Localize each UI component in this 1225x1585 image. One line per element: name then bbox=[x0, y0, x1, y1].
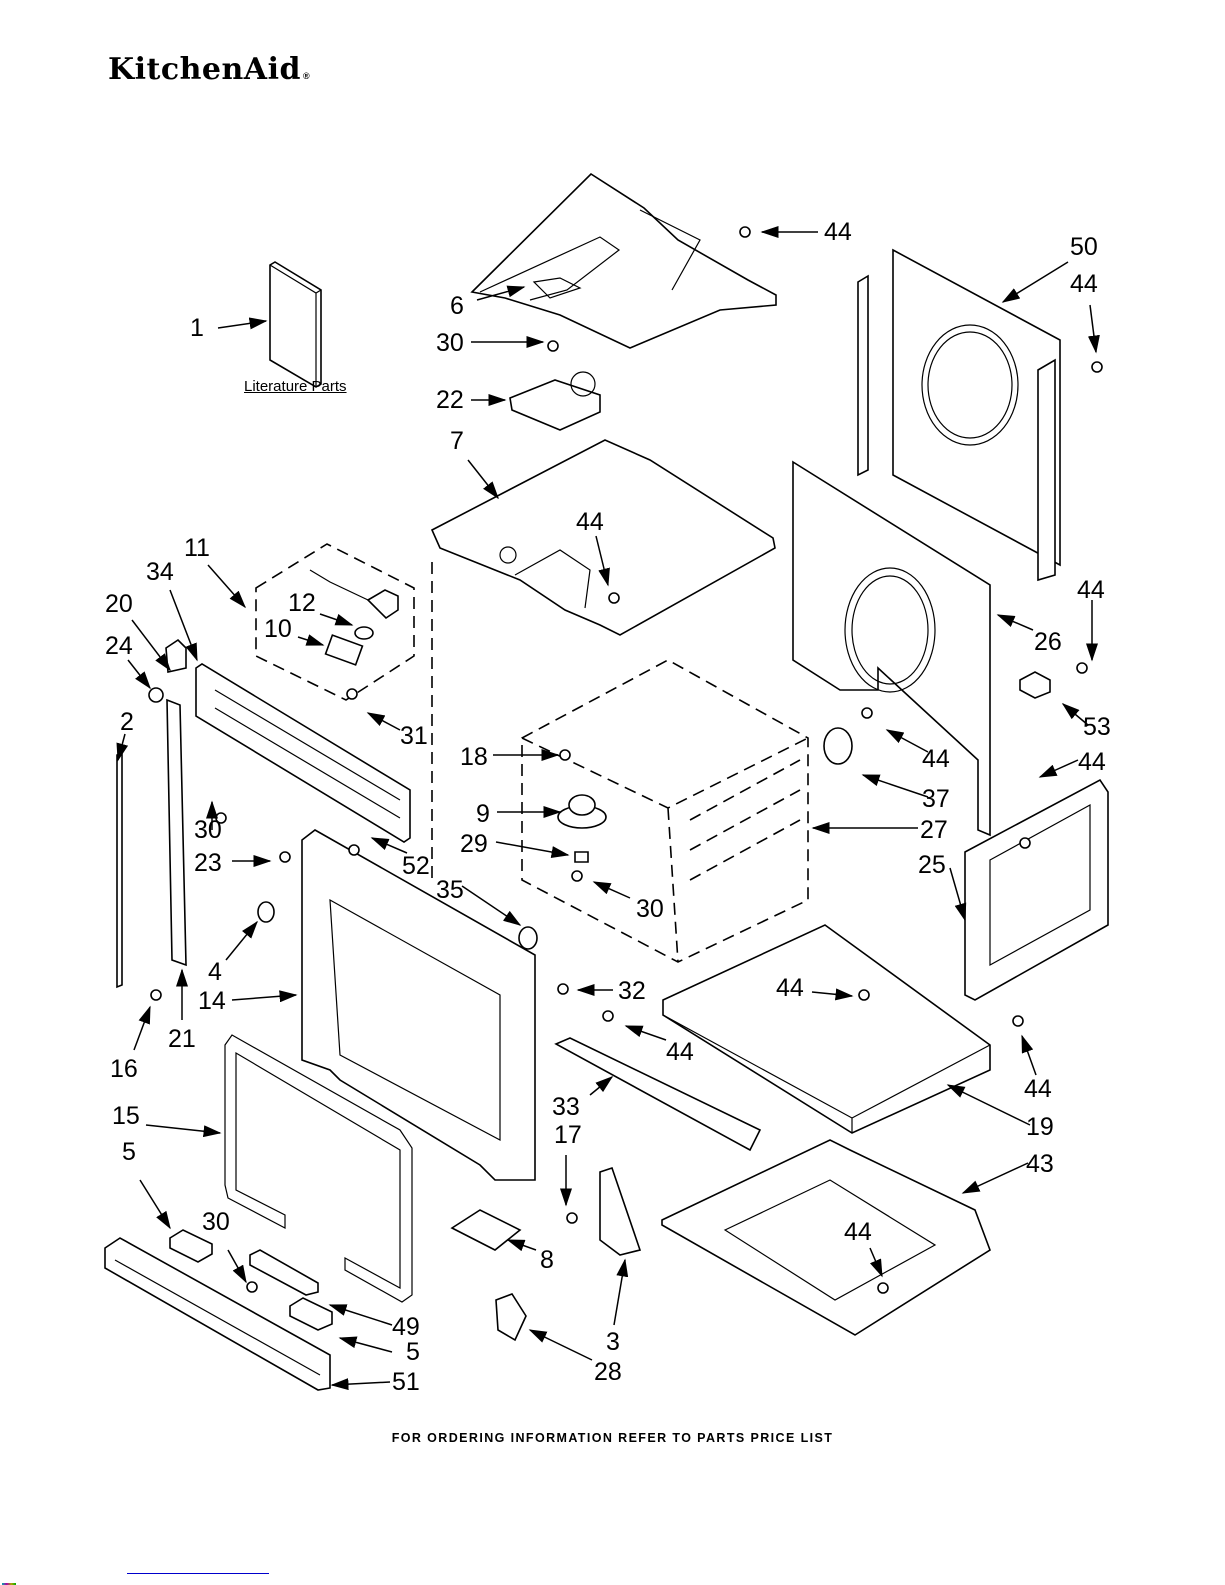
part-51-trim bbox=[104, 1237, 331, 1391]
callout-labels: 1 44 50 44 6 30 22 7 44 11 34 20 24 12 1… bbox=[105, 218, 1111, 1396]
brand-name: KitchenAid bbox=[108, 52, 301, 87]
callout-3: 3 bbox=[606, 1328, 620, 1356]
part-15-door-frame bbox=[224, 1034, 413, 1303]
part-9-convection-motor bbox=[557, 794, 607, 829]
callout-37: 37 bbox=[922, 785, 950, 813]
ordering-footer: FOR ORDERING INFORMATION REFER TO PARTS … bbox=[391, 1431, 834, 1445]
part-8-bracket bbox=[450, 1209, 522, 1251]
callout-33: 33 bbox=[552, 1093, 580, 1121]
callout-15: 15 bbox=[112, 1102, 140, 1130]
callout-11: 11 bbox=[184, 534, 210, 562]
callout-23: 23 bbox=[194, 849, 222, 877]
callout-44: 44 bbox=[824, 218, 852, 246]
callout-44: 44 bbox=[1078, 748, 1106, 776]
callout-28: 28 bbox=[594, 1358, 622, 1386]
part-26-back-panel bbox=[792, 460, 991, 837]
part-11-light-assembly bbox=[255, 543, 415, 701]
callout-51: 51 bbox=[392, 1368, 420, 1396]
hyperlink-underline[interactable] bbox=[127, 1573, 269, 1574]
callout-44: 44 bbox=[1024, 1075, 1052, 1103]
part-6-top-duct bbox=[470, 172, 777, 349]
callout-5: 5 bbox=[122, 1138, 136, 1166]
callout-4: 4 bbox=[208, 958, 222, 986]
callout-30: 30 bbox=[636, 895, 664, 923]
part-21-rail bbox=[166, 698, 187, 967]
part-43-base-tray bbox=[661, 1139, 991, 1336]
part-19-shelf bbox=[662, 924, 991, 1134]
callout-30: 30 bbox=[202, 1208, 230, 1236]
part-3-bracket bbox=[599, 1166, 642, 1256]
callout-10: 10 bbox=[264, 615, 292, 643]
callout-2: 2 bbox=[120, 708, 134, 736]
callout-20: 20 bbox=[105, 590, 133, 618]
callout-18: 18 bbox=[460, 743, 488, 771]
screws bbox=[150, 226, 1103, 1294]
part-27-oven-cavity bbox=[521, 659, 809, 963]
callout-44: 44 bbox=[844, 1218, 872, 1246]
callout-30: 30 bbox=[436, 329, 464, 357]
part-5-block-upper bbox=[169, 1229, 213, 1263]
callout-7: 7 bbox=[450, 427, 464, 455]
callout-34: 34 bbox=[146, 558, 174, 586]
callout-5: 5 bbox=[406, 1338, 420, 1366]
callout-9: 9 bbox=[476, 800, 490, 828]
kitchenaid-logo: KitchenAid® bbox=[108, 52, 310, 87]
part-49-hinge-strip bbox=[249, 1249, 319, 1296]
callout-14: 14 bbox=[198, 987, 226, 1015]
part-53-clip bbox=[1019, 671, 1051, 699]
callout-44: 44 bbox=[666, 1038, 694, 1066]
callout-32: 32 bbox=[618, 977, 646, 1005]
callout-44: 44 bbox=[576, 508, 604, 536]
callout-35: 35 bbox=[436, 876, 464, 904]
callout-17: 17 bbox=[554, 1121, 582, 1149]
leader-arrows bbox=[116, 226, 1100, 1391]
part-29-sensor bbox=[574, 851, 589, 863]
corner-marker bbox=[2, 1583, 16, 1585]
callout-26: 26 bbox=[1034, 628, 1062, 656]
callout-22: 22 bbox=[436, 386, 464, 414]
callout-12: 12 bbox=[288, 589, 316, 617]
callout-49: 49 bbox=[392, 1313, 420, 1341]
callout-27: 27 bbox=[920, 816, 948, 844]
part-37-thermostat bbox=[823, 727, 853, 765]
part-1-literature bbox=[269, 261, 322, 388]
callout-19: 19 bbox=[1026, 1113, 1054, 1141]
callout-44: 44 bbox=[1070, 270, 1098, 298]
callout-30: 30 bbox=[194, 816, 222, 844]
callout-44: 44 bbox=[1077, 576, 1105, 604]
callout-25: 25 bbox=[918, 851, 946, 879]
part-7-cavity-top bbox=[430, 439, 776, 636]
callout-43: 43 bbox=[1026, 1150, 1054, 1178]
part-24-bushing bbox=[148, 687, 164, 703]
callout-52: 52 bbox=[402, 852, 430, 880]
part-50-rear-panel bbox=[857, 248, 1061, 582]
callout-1: 1 bbox=[190, 314, 204, 342]
part-5-block-lower bbox=[289, 1297, 333, 1331]
callout-6: 6 bbox=[450, 292, 464, 320]
part-34-vent-strip bbox=[195, 663, 411, 843]
callout-50: 50 bbox=[1070, 233, 1098, 261]
part-2-rod bbox=[116, 751, 123, 989]
registered-mark: ® bbox=[302, 71, 311, 81]
part-14-front-frame bbox=[301, 829, 536, 1181]
callout-8: 8 bbox=[540, 1246, 554, 1274]
part-28-bracket bbox=[495, 1293, 527, 1342]
part-35-bumper bbox=[518, 926, 538, 950]
callout-29: 29 bbox=[460, 830, 488, 858]
callout-24: 24 bbox=[105, 632, 133, 660]
callout-21: 21 bbox=[168, 1025, 196, 1053]
part-20-cap bbox=[165, 638, 187, 673]
callout-44: 44 bbox=[922, 745, 950, 773]
part-22-bracket bbox=[509, 371, 601, 431]
callout-44: 44 bbox=[776, 974, 804, 1002]
part-4-bumper bbox=[257, 901, 275, 923]
part-33-angle-strip bbox=[554, 1037, 762, 1152]
callout-53: 53 bbox=[1083, 713, 1111, 741]
part-25-side-panel bbox=[964, 778, 1109, 1001]
callout-16: 16 bbox=[110, 1055, 138, 1083]
literature-parts-caption: Literature Parts bbox=[244, 378, 347, 395]
callout-31: 31 bbox=[400, 722, 428, 750]
